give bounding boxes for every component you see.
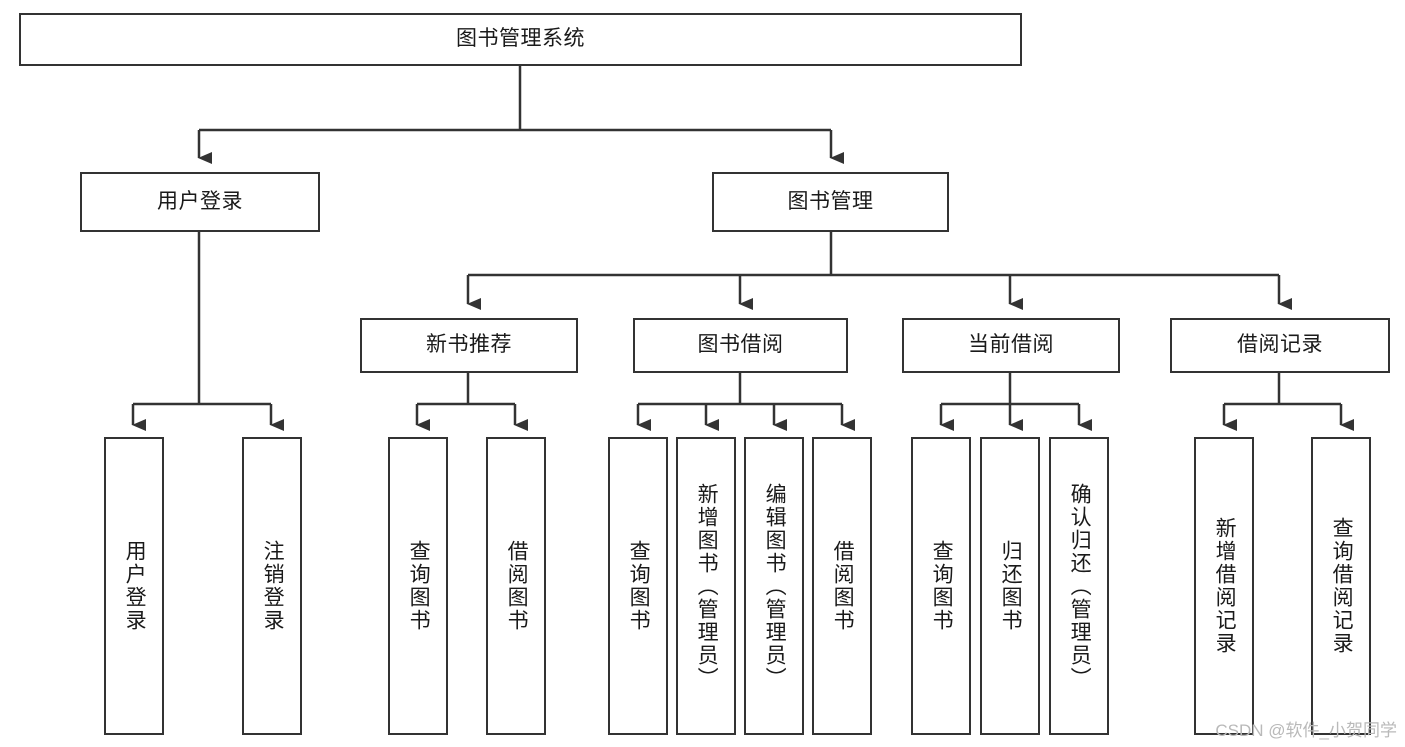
node-current-borrow[interactable]: 当前借阅 [902,318,1120,373]
node-book-management[interactable]: 图书管理 [712,172,949,232]
leaf-records-add-record[interactable]: 新增借阅记录 [1194,437,1254,735]
node-label: 当前借阅 [968,333,1054,357]
node-label: 查询借阅记录 [1330,517,1354,655]
node-label: 用户登录 [157,189,243,213]
node-label: 归还图书 [999,540,1023,632]
node-label: 确认归还（管理员） [1068,482,1092,690]
node-label: 图书借阅 [697,333,784,357]
node-label: 借阅记录 [1237,333,1323,357]
node-new-book-recommend[interactable]: 新书推荐 [360,318,578,373]
node-label: 图书管理 [787,189,874,213]
leaf-newbook-query-book[interactable]: 查询图书 [388,437,448,735]
leaf-records-query-record[interactable]: 查询借阅记录 [1311,437,1371,735]
node-label: 新增图书（管理员） [695,482,719,690]
node-label: 用户登录 [123,540,147,632]
node-book-borrow[interactable]: 图书借阅 [633,318,848,373]
node-borrow-records[interactable]: 借阅记录 [1170,318,1390,373]
node-label: 新书推荐 [426,333,512,357]
leaf-newbook-borrow-book[interactable]: 借阅图书 [486,437,546,735]
leaf-borrow-query-book[interactable]: 查询图书 [608,437,668,735]
node-label: 查询图书 [930,540,954,632]
leaf-current-query-book[interactable]: 查询图书 [911,437,971,735]
node-label: 编辑图书（管理员） [763,482,787,690]
leaf-current-return-book[interactable]: 归还图书 [980,437,1040,735]
node-root-system[interactable]: 图书管理系统 [19,13,1022,66]
leaf-user-login-signout[interactable]: 注销登录 [242,437,302,735]
node-label: 图书管理系统 [456,27,585,51]
leaf-borrow-borrow-book[interactable]: 借阅图书 [812,437,872,735]
leaf-user-login-signin[interactable]: 用户登录 [104,437,164,735]
node-label: 借阅图书 [505,540,529,632]
csdn-watermark: CSDN @软件_小贺同学 [1215,721,1397,740]
leaf-current-confirm-return-admin[interactable]: 确认归还（管理员） [1049,437,1109,735]
node-user-login[interactable]: 用户登录 [80,172,320,232]
node-label: 查询图书 [407,540,431,632]
leaf-borrow-edit-book-admin[interactable]: 编辑图书（管理员） [744,437,804,735]
node-label: 注销登录 [261,540,285,632]
node-label: 新增借阅记录 [1213,517,1237,655]
leaf-borrow-add-book-admin[interactable]: 新增图书（管理员） [676,437,736,735]
node-label: 查询图书 [627,540,651,632]
node-label: 借阅图书 [831,540,855,632]
